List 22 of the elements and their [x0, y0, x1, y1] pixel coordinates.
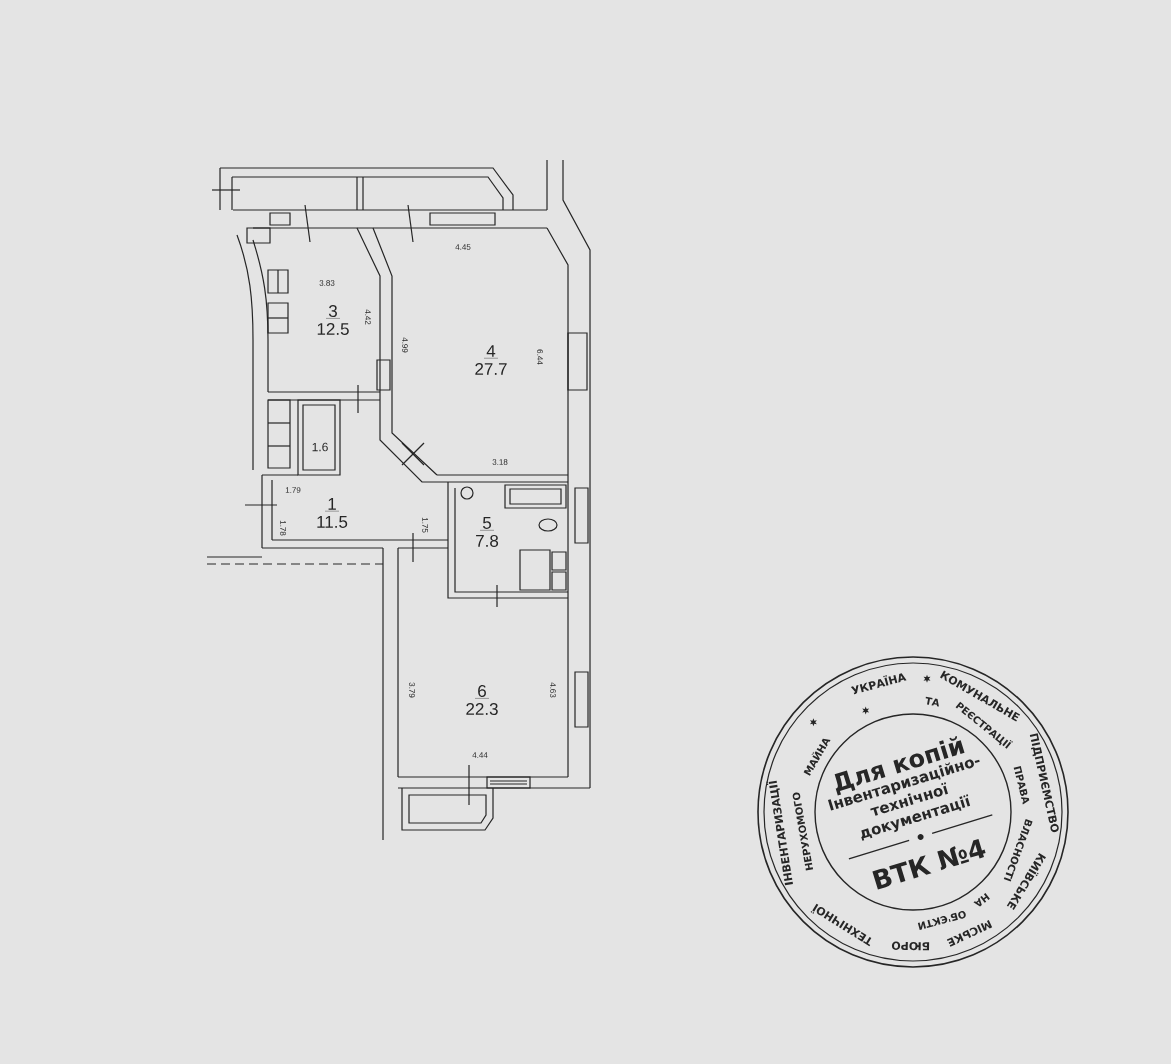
room-label: 5 7.8 [476, 517, 499, 547]
dimension-label: 1.79 [285, 487, 301, 493]
stamp-ring-text: ПРАВА [1013, 766, 1030, 805]
dimension-label: 4.45 [455, 244, 471, 250]
dimension-label: 4.99 [402, 337, 408, 353]
stamp-ring-text: НА [973, 893, 990, 907]
room-label: 3 12.5 [317, 305, 349, 335]
dimension-label: 1.78 [280, 520, 286, 536]
dimension-label: 6.44 [537, 349, 543, 365]
room-label: 4 27.7 [475, 345, 507, 375]
room-label: 6 22.3 [466, 685, 498, 715]
dimension-label: 3.79 [409, 682, 415, 698]
dimension-label: 1.75 [422, 517, 428, 533]
room-label: 1 11.5 [317, 498, 348, 528]
room-label: 1.6 [312, 442, 328, 452]
dimension-label: 3.18 [492, 459, 508, 465]
dimension-label: 4.44 [472, 752, 488, 758]
stamp-ring-text: ТА [925, 696, 939, 707]
dimension-label: 4.42 [365, 309, 371, 325]
dimension-label: 3.83 [319, 280, 335, 286]
dimension-label: 4.63 [550, 682, 556, 698]
stamp-ring-text: БЮРО [891, 941, 930, 951]
